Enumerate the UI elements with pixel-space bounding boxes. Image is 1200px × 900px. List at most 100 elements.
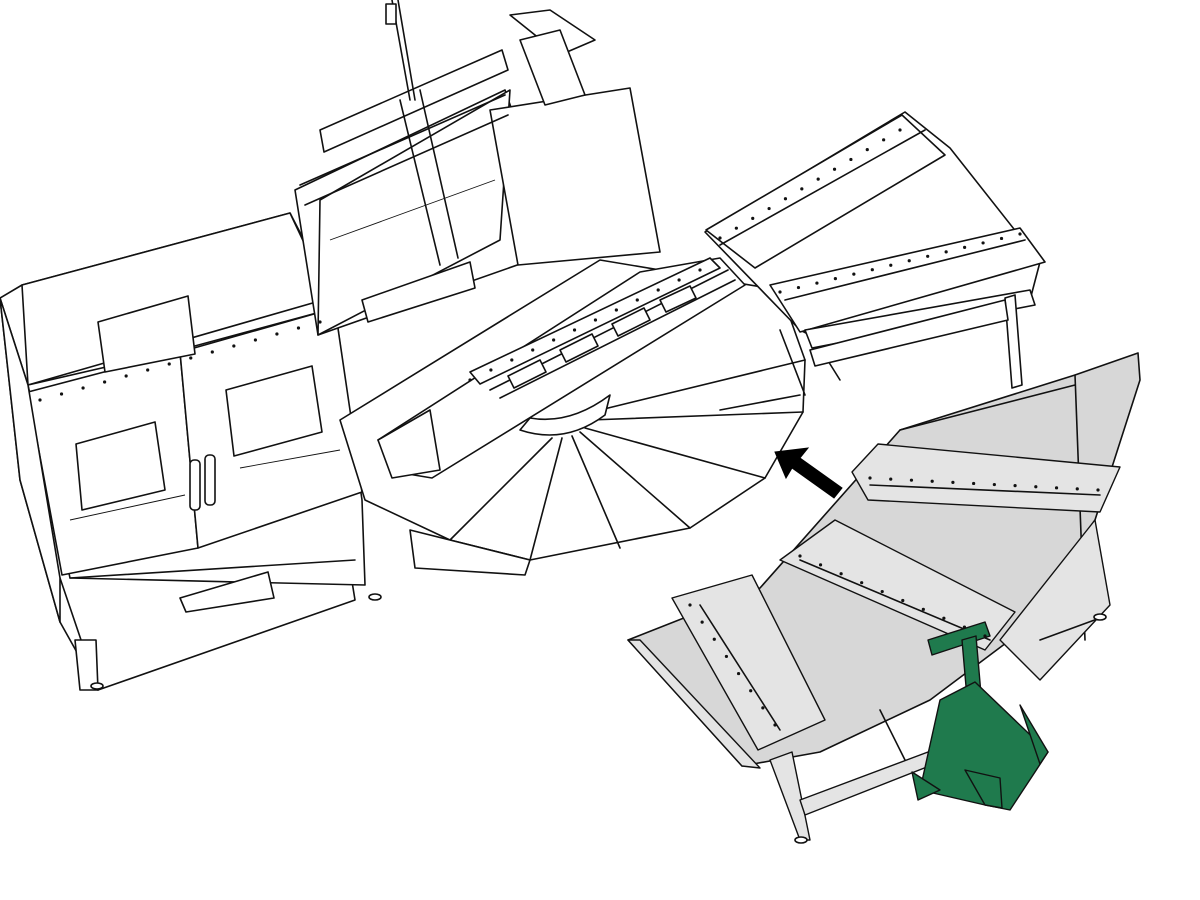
fastener-dot xyxy=(296,326,301,330)
hood-panel xyxy=(489,87,661,266)
fastener-dot xyxy=(944,250,948,254)
fastener-dot xyxy=(318,320,322,324)
fastener-dot xyxy=(38,398,42,402)
rack-plate-top xyxy=(705,114,946,269)
fastener-dot xyxy=(275,332,279,336)
fastener-dot xyxy=(189,356,193,360)
fastener-dot xyxy=(870,268,874,272)
fastener-dot xyxy=(146,368,150,372)
fastener-dot xyxy=(839,572,843,576)
fastener-dot xyxy=(698,268,702,272)
fastener-dot xyxy=(963,245,967,249)
fastener-dot xyxy=(614,308,618,312)
fastener-dot xyxy=(1054,486,1059,490)
fastener-dot xyxy=(1096,488,1100,492)
fastener-dot xyxy=(962,625,967,629)
fastener-dot xyxy=(818,563,823,567)
fastener-dot xyxy=(734,226,738,230)
fastener-dot xyxy=(901,598,905,603)
fastener-dot xyxy=(992,482,996,487)
fastener-dot xyxy=(700,620,704,624)
fastener-dot xyxy=(983,634,987,638)
fastener-dot xyxy=(688,603,692,607)
turntable xyxy=(339,259,806,576)
fastener-dot xyxy=(531,348,535,352)
fastener-dot xyxy=(232,344,236,348)
fastener-dot xyxy=(767,206,771,211)
fastener-dot xyxy=(930,479,934,483)
fastener-dot xyxy=(898,128,902,132)
fastener-dot xyxy=(1075,487,1079,491)
fastener-dot xyxy=(778,290,782,294)
door-window-right xyxy=(225,365,323,457)
fastener-dot xyxy=(865,148,869,152)
fastener-dot xyxy=(889,263,893,267)
fastener-dot xyxy=(103,380,107,384)
fastener-dots xyxy=(38,128,1100,727)
fastener-dot xyxy=(951,480,955,484)
door-handle-left xyxy=(189,459,201,511)
fastener-dot xyxy=(860,581,864,585)
fastener-dot xyxy=(749,689,753,693)
fastener-dot xyxy=(1013,484,1017,488)
fastener-dot xyxy=(921,607,925,611)
pallet-jack xyxy=(911,621,1049,811)
fastener-dot xyxy=(773,723,777,727)
fastener-dot xyxy=(880,589,884,594)
door-window-left xyxy=(75,421,166,511)
right-rack xyxy=(704,111,1046,396)
fastener-dot xyxy=(783,197,788,201)
fastener-dot xyxy=(656,288,660,292)
cart-fixture-plate-3 xyxy=(671,574,826,751)
upper-frame xyxy=(294,0,661,336)
fastener-dot xyxy=(832,167,837,171)
fastener-dot xyxy=(796,285,801,290)
fastener-dot xyxy=(124,374,128,378)
fastener-dot xyxy=(572,328,577,332)
fastener-dot xyxy=(59,392,64,396)
fastener-dot xyxy=(907,259,911,263)
fastener-dot xyxy=(981,241,985,245)
left-cabinet xyxy=(0,212,382,691)
cart-fixture-plate-2 xyxy=(779,519,1016,651)
fastener-dot xyxy=(712,637,716,641)
door-handle-right xyxy=(204,454,216,506)
fastener-dot xyxy=(816,177,820,181)
fastener-dot xyxy=(1034,485,1038,489)
fastener-dot xyxy=(81,386,85,390)
pallet-jack-handle xyxy=(927,621,991,656)
fastener-dot xyxy=(889,477,893,481)
fastener-dot xyxy=(167,362,171,366)
fastener-dot xyxy=(677,278,681,282)
fastener-dot xyxy=(593,318,598,322)
fastener-dot xyxy=(882,138,886,142)
fastener-dot xyxy=(253,338,257,342)
fastener-dot xyxy=(210,350,214,354)
fastener-dot xyxy=(833,277,837,281)
fastener-dot xyxy=(724,654,729,659)
fastener-dot xyxy=(718,236,722,240)
fastener-dot xyxy=(751,216,755,220)
fastener-dot xyxy=(926,254,930,258)
fastener-dot xyxy=(909,478,914,482)
fastener-dot xyxy=(800,187,804,191)
fastener-dot xyxy=(942,616,946,620)
fastener-dot xyxy=(510,358,514,362)
rack-plate-lower xyxy=(769,227,1046,333)
fastener-dot xyxy=(489,368,493,372)
cart-fixture-plate-1 xyxy=(851,443,1121,513)
fastener-dot xyxy=(868,476,872,480)
fastener-dot xyxy=(552,338,556,342)
fastener-dot xyxy=(999,236,1004,241)
gray-cart xyxy=(627,352,1141,844)
direction-arrow xyxy=(774,447,843,499)
fastener-dot xyxy=(972,481,976,486)
fastener-dot xyxy=(761,706,765,710)
fastener-dot xyxy=(798,554,802,558)
fastener-dot xyxy=(468,378,472,382)
fastener-dot xyxy=(635,298,639,302)
fastener-dot xyxy=(852,272,856,276)
fastener-dot xyxy=(815,281,819,285)
